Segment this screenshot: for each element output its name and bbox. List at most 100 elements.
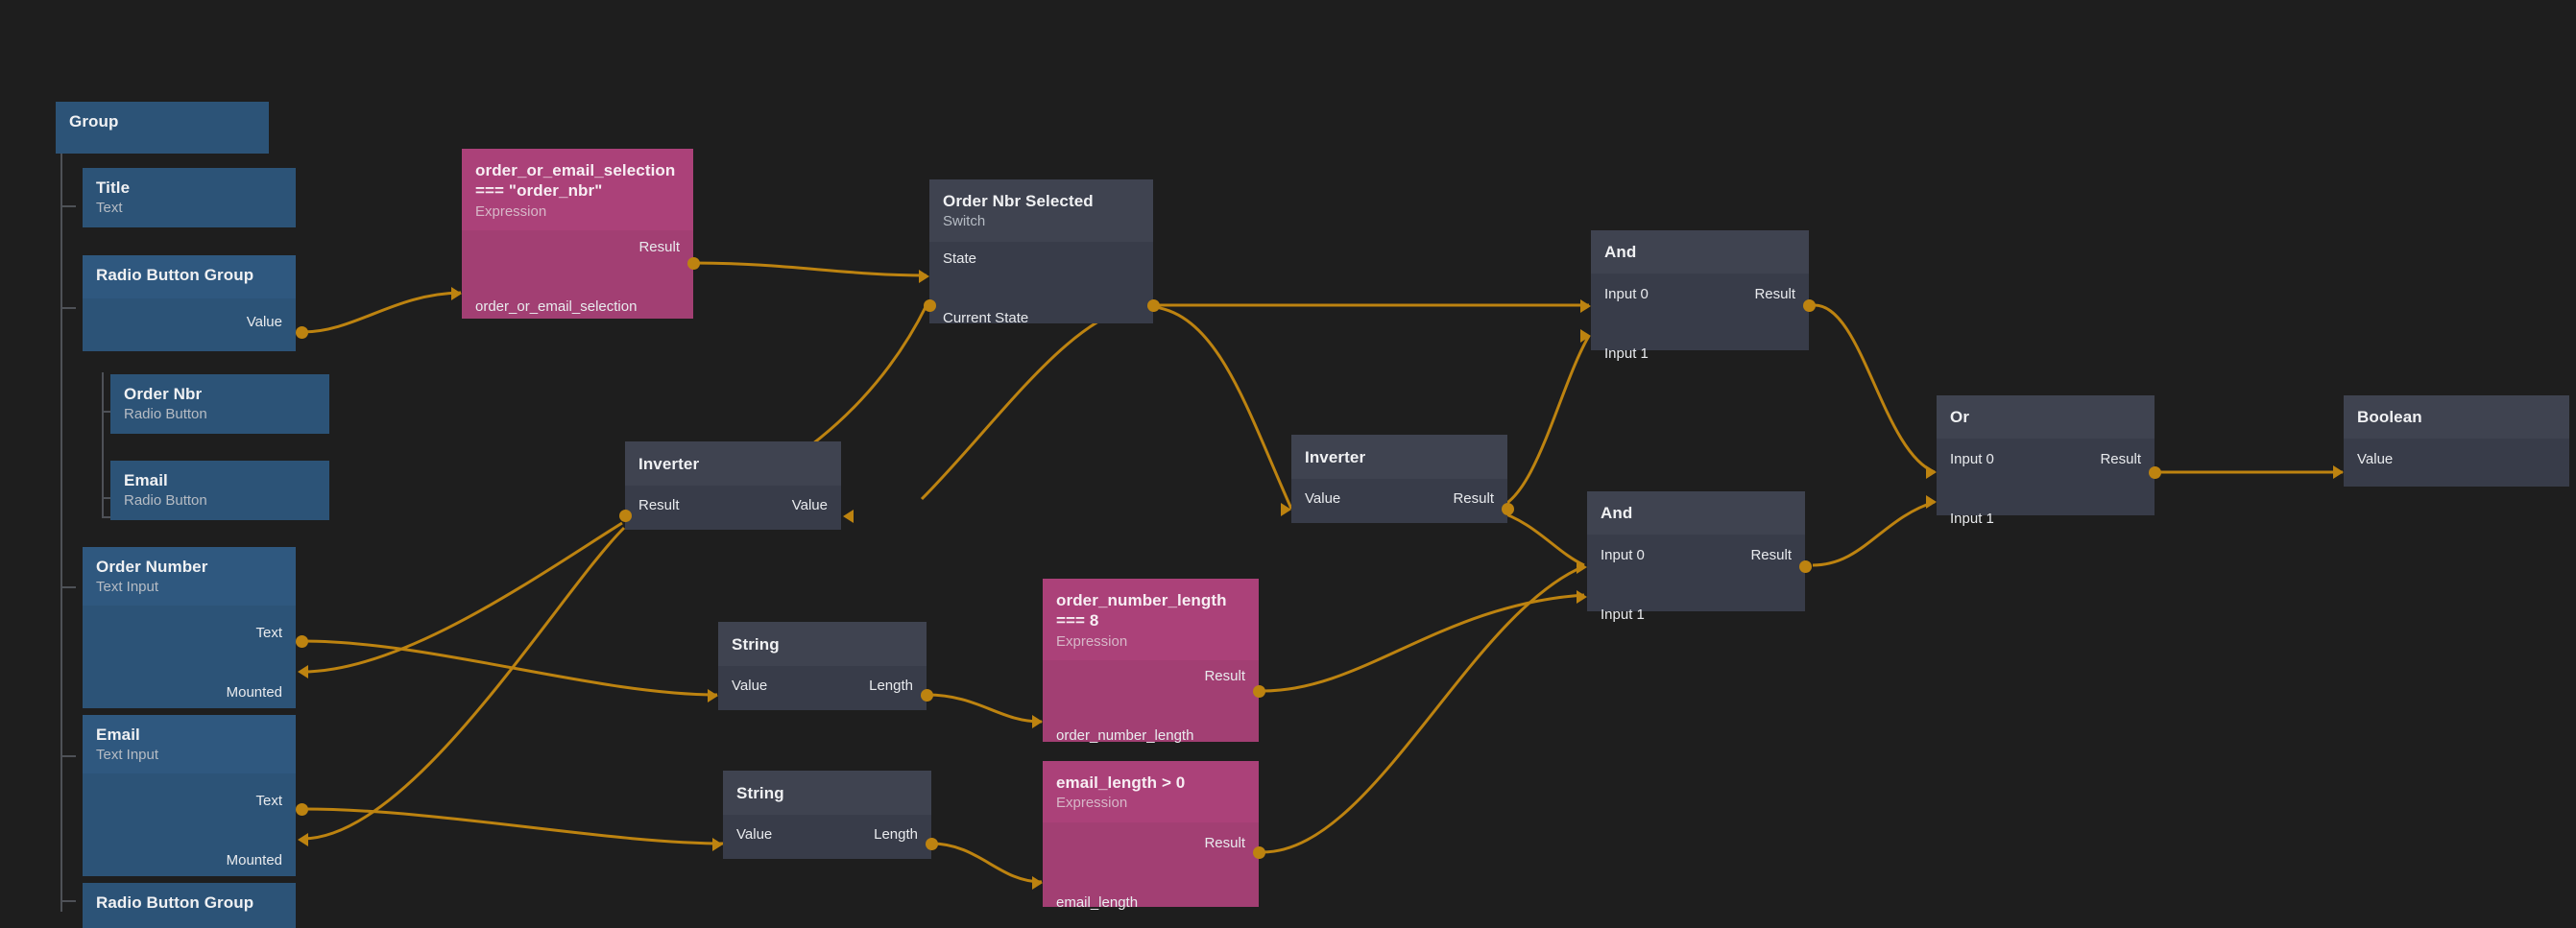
output-port-dot[interactable] [296,326,308,339]
port-row-input-0[interactable]: Input 0 Result [1937,444,2155,474]
output-port-dot[interactable] [687,257,700,270]
input-port-arrow[interactable] [451,287,462,300]
port-label-mounted: Mounted [226,851,282,869]
node-inverter-mid[interactable]: Inverter Value Result [1291,435,1507,523]
node-body: Result order_number_length [1043,660,1259,744]
port-row-argument[interactable]: order_number_length [1043,721,1259,750]
port-label-result: Result [1754,286,1795,303]
output-port-dot[interactable] [1253,846,1265,859]
port-row-state[interactable]: State [929,244,1153,274]
input-port-arrow[interactable] [298,665,308,678]
port-row-value[interactable]: Value Length [723,820,931,849]
node-body: Result order_or_email_selection [462,230,693,315]
node-string-bottom[interactable]: String Value Length [723,771,931,859]
port-row-input-1[interactable]: Input 1 [1587,600,1805,630]
node-title: Email [96,726,140,744]
node-expression-email-length[interactable]: email_length > 0 Expression Result email… [1043,761,1259,911]
input-port-arrow[interactable] [1580,299,1591,313]
input-port-arrow[interactable] [1580,329,1591,343]
node-group[interactable]: Group [56,102,269,154]
port-row-input-0[interactable]: Input 0 Result [1587,540,1805,570]
node-or[interactable]: Or Input 0 Result Input 1 [1937,395,2155,527]
tree-line-trunk [60,154,62,912]
node-boolean[interactable]: Boolean Value [2344,395,2569,487]
output-port-dot[interactable] [296,635,308,648]
output-port-dot[interactable] [1253,685,1265,698]
port-row-value[interactable]: Value Length [718,671,927,701]
port-row-mounted[interactable]: Mounted [83,845,296,875]
output-port-dot[interactable] [1147,299,1160,312]
node-order-number-input[interactable]: Order Number Text Input Text Mounted [83,547,296,708]
input-port-arrow[interactable] [712,838,723,851]
port-row-input-1[interactable]: Input 1 [1937,504,2155,534]
port-row-value[interactable]: Value [83,307,296,337]
node-radio-button-group-2[interactable]: Radio Button Group [83,883,296,928]
port-row-result[interactable]: Result Value [625,490,841,520]
node-header: Radio Button Group [83,883,296,922]
port-row-mounted[interactable]: Mounted [83,678,296,707]
output-port-dot[interactable] [619,510,632,522]
port-label-input-0: Input 0 [1601,547,1645,564]
input-port-arrow[interactable] [2333,465,2344,479]
output-port-dot[interactable] [1502,503,1514,515]
output-port-dot[interactable] [296,803,308,816]
node-header: Inverter [1291,435,1507,480]
node-inverter-left[interactable]: Inverter Result Value [625,441,841,530]
node-header: Radio Button Group [83,255,296,299]
port-row-argument[interactable]: email_length [1043,888,1259,917]
input-port-arrow[interactable] [1032,715,1043,728]
input-port-arrow[interactable] [1281,503,1291,516]
port-row-value[interactable]: Value Result [1291,484,1507,513]
node-header: Order Nbr Selected Switch [929,179,1153,242]
port-row-text[interactable]: Text [83,786,296,816]
node-radio-email[interactable]: Email Radio Button [110,461,329,520]
node-header: Email Text Input [83,715,296,773]
port-row-current-state[interactable]: Current State [929,303,1153,333]
node-email-input[interactable]: Email Text Input Text Mounted [83,715,296,876]
port-row-value[interactable]: Value [2344,444,2569,474]
input-port-arrow[interactable] [708,689,718,702]
output-port-dot[interactable] [1799,560,1812,573]
port-row-result[interactable]: Result [1043,661,1259,691]
node-string-top[interactable]: String Value Length [718,622,927,710]
port-row-result[interactable]: Result [1043,828,1259,858]
node-radio-order-nbr[interactable]: Order Nbr Radio Button [110,374,329,434]
port-label-result: Result [2100,451,2141,468]
node-title: String [736,784,784,802]
node-header: String [718,622,927,667]
port-label-length: Length [869,678,913,695]
input-port-arrow[interactable] [298,833,308,846]
input-port-arrow[interactable] [1032,876,1043,890]
node-title: Inverter [638,455,700,473]
input-port-arrow[interactable] [919,270,929,283]
node-radio-button-group-1[interactable]: Radio Button Group Value [83,255,296,351]
output-port-dot[interactable] [1803,299,1816,312]
node-title: Order Number [96,558,208,576]
tree-line-subtrunk [102,372,104,518]
port-row-argument[interactable]: order_or_email_selection [462,292,693,321]
node-title: Group [69,112,119,131]
node-and-bottom[interactable]: And Input 0 Result Input 1 [1587,491,1805,623]
node-expression-order-or-email-selection[interactable]: order_or_email_selection === "order_nbr"… [462,149,693,319]
port-row-input-0[interactable]: Input 0 Result [1591,279,1809,309]
input-port-arrow[interactable] [1926,495,1937,509]
node-expression-order-number-length[interactable]: order_number_length === 8 Expression Res… [1043,579,1259,744]
node-switch-order-nbr-selected[interactable]: Order Nbr Selected Switch State Current … [929,179,1153,326]
port-row-text[interactable]: Text [83,618,296,648]
input-port-dot[interactable] [924,299,936,312]
node-and-top[interactable]: And Input 0 Result Input 1 [1591,230,1809,362]
output-port-dot[interactable] [926,838,938,850]
input-port-arrow[interactable] [1926,465,1937,479]
port-label-value: Value [791,497,828,514]
output-port-dot[interactable] [921,689,933,702]
port-row-input-1[interactable]: Input 1 [1591,339,1809,369]
output-port-dot[interactable] [2149,466,2161,479]
node-header: Order Number Text Input [83,547,296,606]
node-title-text[interactable]: Title Text [83,168,296,227]
node-body: Input 0 Result Input 1 [1587,535,1805,623]
input-port-arrow[interactable] [1577,560,1587,574]
input-port-arrow[interactable] [843,510,854,523]
port-row-result[interactable]: Result [462,232,693,262]
input-port-arrow[interactable] [1577,590,1587,604]
